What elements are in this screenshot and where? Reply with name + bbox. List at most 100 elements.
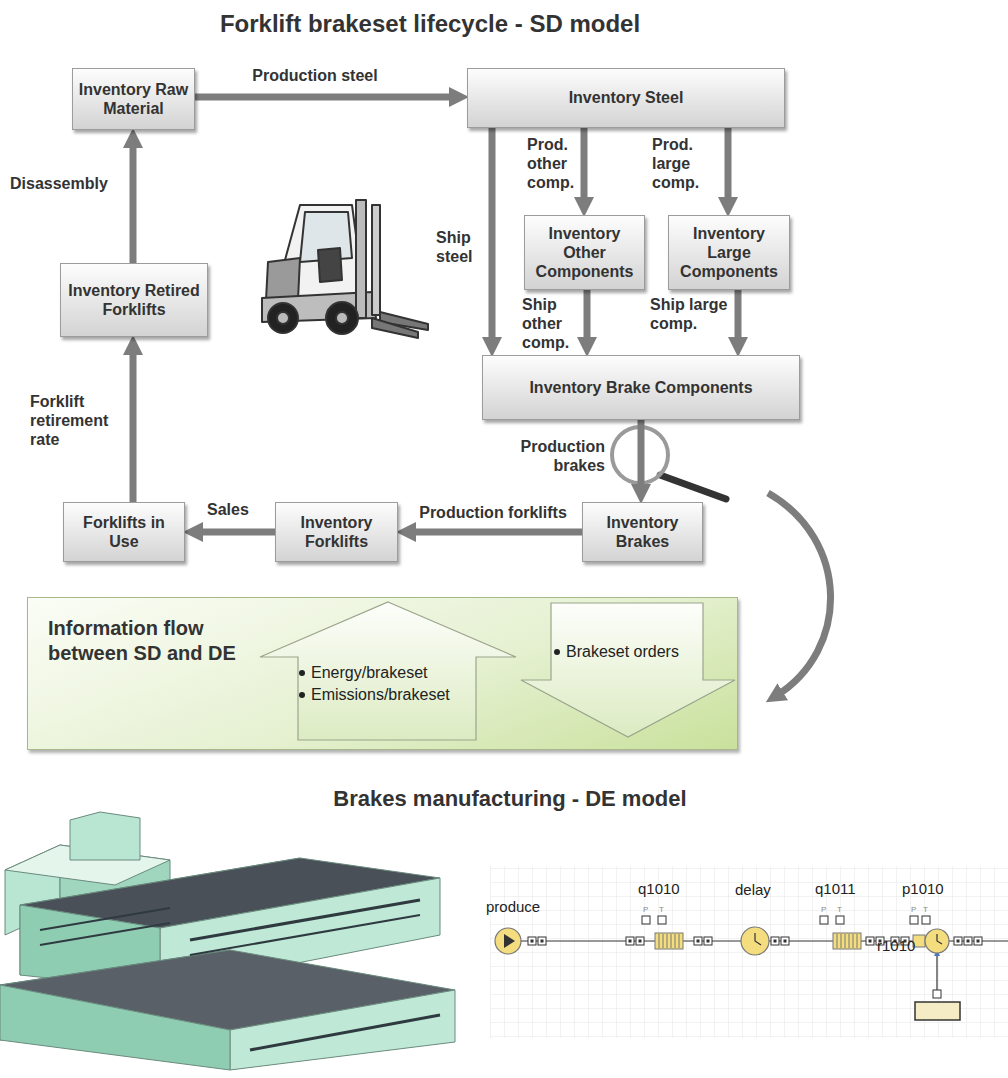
port-square: [626, 937, 634, 945]
block-name: delay: [735, 881, 771, 898]
block-name: T: [837, 905, 842, 914]
forklift-illustration: [262, 200, 428, 338]
flow-label: Production brakes: [505, 437, 605, 475]
zoom-arrow: [768, 493, 831, 696]
arrow-shape: [518, 603, 738, 739]
flow-label: Ship other comp.: [522, 295, 580, 353]
stock-box: Inventory Steel: [467, 68, 785, 128]
port-dot: [697, 940, 700, 943]
flow-label: Forklift retirement rate: [30, 392, 130, 450]
stock-box: Inventory Raw Material: [72, 68, 195, 130]
stock-label: Inventory Steel: [569, 88, 684, 107]
port-dot: [541, 940, 544, 943]
block-name: T: [923, 905, 928, 914]
band-heading: Information flow between SD and DE: [28, 598, 258, 666]
stock-label: Inventory Forklifts: [281, 513, 392, 551]
port-square: [704, 937, 712, 945]
port-square: [933, 990, 941, 998]
block-name: P: [821, 905, 826, 914]
port-square: [538, 937, 546, 945]
queue-bar: [671, 934, 672, 948]
flow-label: Ship steel: [436, 228, 484, 266]
port-square: [658, 916, 666, 924]
queue-bar: [841, 934, 842, 948]
info-down-arrow: Brakeset orders: [518, 603, 738, 739]
block-name: P: [643, 905, 648, 914]
queue-bar: [857, 934, 858, 948]
port-square: [636, 937, 644, 945]
port-square: [910, 916, 918, 924]
flow-label: Production forklifts: [408, 503, 578, 522]
flow-arrow: [489, 128, 496, 345]
flow-label: Prod. large comp.: [652, 135, 722, 193]
stock-box: Forklifts in Use: [63, 502, 185, 562]
flow-arrow: [130, 347, 137, 502]
stock-box: Inventory Retired Forklifts: [60, 263, 208, 337]
port-square: [974, 937, 982, 945]
port-square: [954, 937, 962, 945]
stock-label: Inventory Large Components: [674, 224, 784, 282]
port-dot: [629, 940, 632, 943]
factory-illustration: [0, 812, 455, 1070]
flow-arrow: [195, 529, 275, 536]
port-square: [964, 937, 972, 945]
stock-box: Inventory Forklifts: [275, 502, 398, 562]
flow-label: Production steel: [240, 66, 390, 85]
flow-item: Brakeset orders: [566, 641, 738, 663]
stock-box: Inventory Brakes: [582, 502, 703, 562]
diagram-title: Forklift brakeset lifecycle - SD model: [150, 10, 710, 38]
port-square: [836, 916, 844, 924]
flow-arrow: [638, 420, 645, 492]
flow-arrow: [130, 140, 137, 263]
magnifier-icon: [612, 427, 726, 499]
queue-bar: [679, 934, 680, 948]
stock-label: Inventory Brake Components: [529, 378, 752, 397]
flow-label: Sales: [207, 500, 257, 519]
port-square: [922, 916, 930, 924]
block-name: T: [659, 905, 664, 914]
stock-box: Inventory Other Components: [524, 215, 645, 290]
block-name: P: [911, 905, 916, 914]
flow-label: Disassembly: [10, 174, 120, 193]
port-dot: [784, 940, 787, 943]
port-dot: [774, 940, 777, 943]
bullet-dot: [554, 649, 560, 655]
de-process-flowchart: [490, 866, 1008, 1038]
stock-label: Inventory Brakes: [588, 513, 697, 551]
stock-label: Forklifts in Use: [69, 513, 179, 551]
stock-label: Inventory Retired Forklifts: [66, 281, 202, 319]
port-square: [781, 937, 789, 945]
stock-label: Inventory Other Components: [530, 224, 639, 282]
port-dot: [869, 940, 872, 943]
port-square: [528, 937, 536, 945]
flow-arrow: [725, 128, 732, 205]
block-name: q1011: [815, 880, 856, 897]
section-heading: Brakes manufacturing - DE model: [250, 786, 770, 812]
queue-bar: [663, 934, 664, 948]
flow-arrow: [408, 529, 582, 536]
block-name: r1010: [877, 937, 915, 954]
info-flow-band: Information flow between SD and DEEnergy…: [27, 597, 738, 750]
port-dot: [957, 940, 960, 943]
queue-bar: [675, 934, 676, 948]
port-dot: [707, 940, 710, 943]
flow-item: Energy/brakeset: [311, 662, 517, 684]
stock-box: Inventory Brake Components: [482, 355, 800, 420]
info-up-arrow: Energy/brakesetEmissions/brakeset: [259, 602, 517, 742]
port-dot: [531, 940, 534, 943]
flow-label: Ship large comp.: [650, 295, 730, 333]
queue-bar: [667, 934, 668, 948]
queue-bar: [845, 934, 846, 948]
bullet-dot: [299, 670, 305, 676]
flow-item: Emissions/brakeset: [311, 684, 517, 706]
port-dot: [977, 940, 980, 943]
port-square: [866, 937, 874, 945]
queue-bar: [849, 934, 850, 948]
block-name: q1010: [638, 880, 680, 897]
port-square: [642, 916, 650, 924]
flow-label: Prod. other comp.: [527, 135, 579, 193]
port-square: [694, 937, 702, 945]
port-dot: [639, 940, 642, 943]
port-dot: [967, 940, 970, 943]
